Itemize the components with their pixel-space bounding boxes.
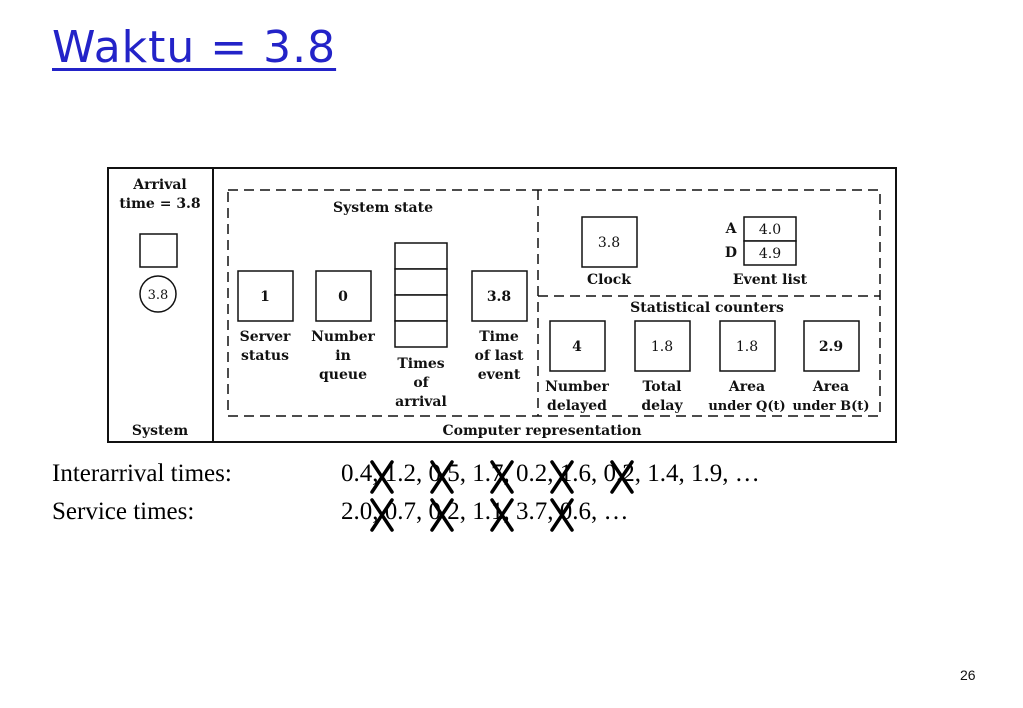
area-under-b-label-1: Area: [812, 379, 849, 395]
total-delay-box: [634, 320, 691, 372]
total-delay-label-1: Total: [642, 379, 681, 395]
area-under-q-box: [719, 320, 776, 372]
number-delayed-value: 4: [572, 339, 582, 355]
customer-circle-value: 3.8: [148, 288, 169, 303]
area-under-q-label-2: under Q(t): [708, 399, 785, 414]
event-list-box-a: [743, 216, 797, 242]
number-delayed-label-1: Number: [545, 379, 609, 395]
system-state-title: System state: [333, 200, 433, 216]
service-label: Service times:: [52, 498, 195, 525]
area-under-b-label-2: under B(t): [793, 399, 870, 414]
interarrival-label: Interarrival times:: [52, 460, 232, 487]
service-values: 2.0, 0.7, 0.2, 1.1, 3.7, 0.6, …: [341, 498, 629, 525]
number-delayed-box: [549, 320, 606, 372]
number-in-queue-value: 0: [338, 289, 348, 305]
total-delay-value: 1.8: [651, 339, 673, 355]
time-of-last-event-value: 3.8: [487, 289, 511, 305]
simulation-state-diagram: Arrival time = 3.8 3.8 System Computer r…: [107, 167, 897, 443]
clock-value: 3.8: [598, 235, 620, 251]
area-under-q-value: 1.8: [736, 339, 758, 355]
computer-representation-box: [227, 189, 881, 417]
area-under-b-value: 2.9: [819, 339, 843, 355]
server-status-value: 1: [260, 289, 270, 305]
page-number: 26: [960, 667, 976, 683]
time-of-last-event-label-1: Time: [479, 329, 519, 345]
number-in-queue-label-1: Number: [311, 329, 375, 345]
time-of-last-event-label-3: event: [478, 367, 521, 383]
event-list-key-a: A: [725, 221, 738, 237]
number-in-queue-label-2: in: [335, 348, 351, 364]
area-under-b-box: [803, 320, 860, 372]
time-of-last-event-label-2: of last: [475, 348, 525, 364]
server-status-box: [237, 270, 294, 322]
arrival-time-line1: Arrival: [132, 177, 186, 193]
statistical-counters-title: Statistical counters: [630, 300, 784, 316]
service-row: Service times: 2.0, 0.7, 0.2, 1.1, 3.7, …: [52, 498, 952, 530]
total-delay-label-2: delay: [641, 398, 683, 414]
times-of-arrival-label-1: Times: [397, 356, 444, 372]
times-of-arrival-stack: [394, 242, 448, 348]
server-status-label-2: status: [241, 348, 289, 364]
area-under-q-label-1: Area: [728, 379, 765, 395]
event-list-value-d: 4.9: [759, 246, 781, 262]
arrival-time-line2: time = 3.8: [119, 196, 200, 212]
event-list-box-d: [743, 240, 797, 266]
time-of-last-event-box: [471, 270, 528, 322]
computer-representation-label: Computer representation: [442, 423, 641, 439]
server-square: [139, 233, 178, 268]
event-list-value-a: 4.0: [759, 222, 781, 238]
server-status-label-1: Server: [240, 329, 291, 345]
customer-circle: [139, 275, 177, 313]
times-of-arrival-label-2: of: [413, 375, 429, 391]
clock-box: [581, 216, 638, 268]
diagram-frame: [107, 167, 897, 443]
number-in-queue-label-3: queue: [319, 367, 367, 383]
system-label: System: [132, 423, 189, 439]
event-list-label: Event list: [733, 272, 808, 288]
interarrival-values: 0.4, 1.2, 0.5, 1.7, 0.2, 1.6, 0.2, 1.4, …: [341, 460, 760, 487]
number-delayed-label-2: delayed: [547, 398, 607, 414]
times-of-arrival-label-3: arrival: [395, 394, 447, 410]
event-list-key-d: D: [725, 245, 737, 261]
number-in-queue-box: [315, 270, 372, 322]
clock-label: Clock: [587, 272, 631, 288]
slide-title: Waktu = 3.8: [52, 22, 337, 73]
interarrival-row: Interarrival times: 0.4, 1.2, 0.5, 1.7, …: [52, 460, 952, 492]
